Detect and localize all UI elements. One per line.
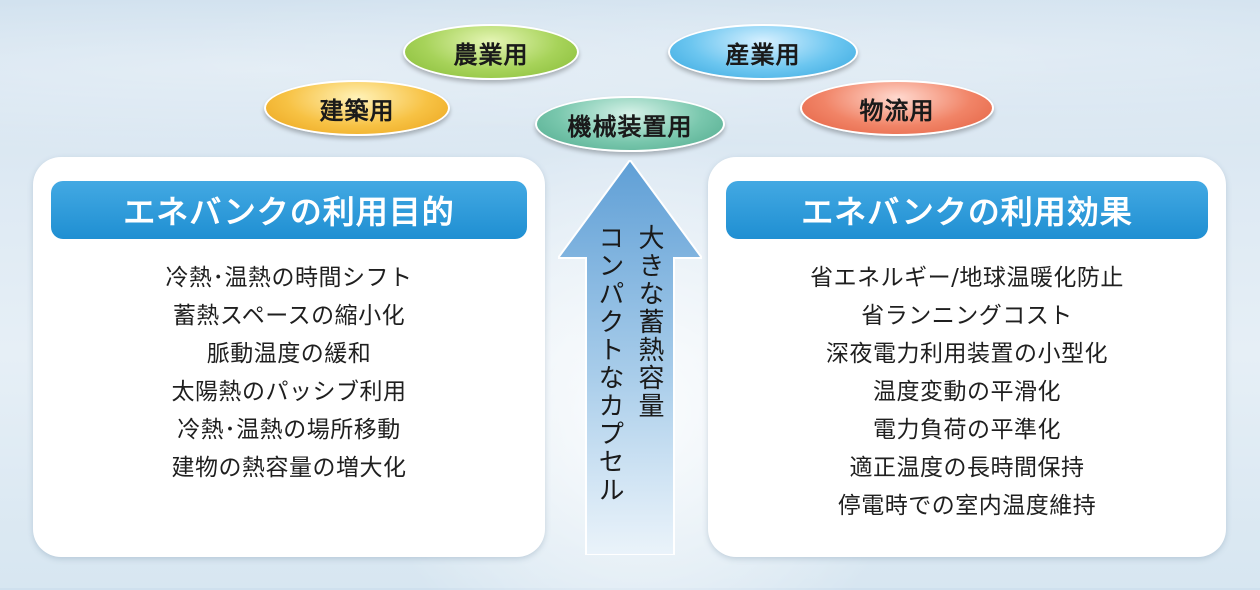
- purpose-item: 太陽熱のパッシブ利用: [171, 379, 407, 405]
- effect-item: 深夜電力利用装置の小型化: [826, 341, 1108, 367]
- pill-industrial: 産業用: [668, 24, 858, 80]
- pill-label: 建築用: [319, 96, 395, 125]
- pill-architecture: 建築用: [264, 80, 450, 136]
- effect-list: 省エネルギー/地球温暖化防止 省ランニングコスト 深夜電力利用装置の小型化 温度…: [708, 259, 1226, 525]
- effect-item: 温度変動の平滑化: [873, 379, 1061, 405]
- purpose-item: 蓄熱スペースの縮小化: [172, 303, 406, 329]
- effect-panel-title: エネバンクの利用効果: [726, 181, 1208, 239]
- purpose-list: 冷熱･温熱の時間シフト 蓄熱スペースの縮小化 脈動温度の緩和 太陽熱のパッシブ利…: [33, 259, 545, 487]
- purpose-item: 冷熱･温熱の場所移動: [177, 417, 401, 443]
- effect-item: 省ランニングコスト: [861, 303, 1073, 329]
- purpose-item: 建物の熱容量の増大化: [171, 455, 407, 481]
- pill-agriculture: 農業用: [403, 24, 579, 80]
- purpose-item: 冷熱･温熱の時間シフト: [165, 265, 413, 291]
- effect-item: 停電時での室内温度維持: [837, 493, 1097, 519]
- upward-arrow: [558, 160, 702, 555]
- effect-item: 適正温度の長時間保持: [849, 455, 1085, 481]
- pill-label: 農業用: [453, 40, 529, 69]
- effect-item: 省エネルギー/地球温暖化防止: [810, 265, 1124, 291]
- purpose-item: 脈動温度の緩和: [206, 341, 372, 367]
- purpose-panel: エネバンクの利用目的 冷熱･温熱の時間シフト 蓄熱スペースの縮小化 脈動温度の緩…: [33, 157, 545, 557]
- pill-label: 物流用: [859, 96, 935, 125]
- effect-item: 電力負荷の平準化: [873, 417, 1061, 443]
- effect-panel: エネバンクの利用効果 省エネルギー/地球温暖化防止 省ランニングコスト 深夜電力…: [708, 157, 1226, 557]
- pill-logistics: 物流用: [800, 80, 994, 136]
- pill-machinery: 機械装置用: [535, 96, 725, 152]
- arrow-text-capacity: 大きな蓄熱容量: [634, 224, 664, 420]
- pill-label: 産業用: [725, 40, 801, 69]
- pill-label: 機械装置用: [567, 112, 693, 141]
- purpose-panel-title: エネバンクの利用目的: [51, 181, 527, 239]
- arrow-text-capsule: コンパクトなカプセル: [594, 224, 624, 504]
